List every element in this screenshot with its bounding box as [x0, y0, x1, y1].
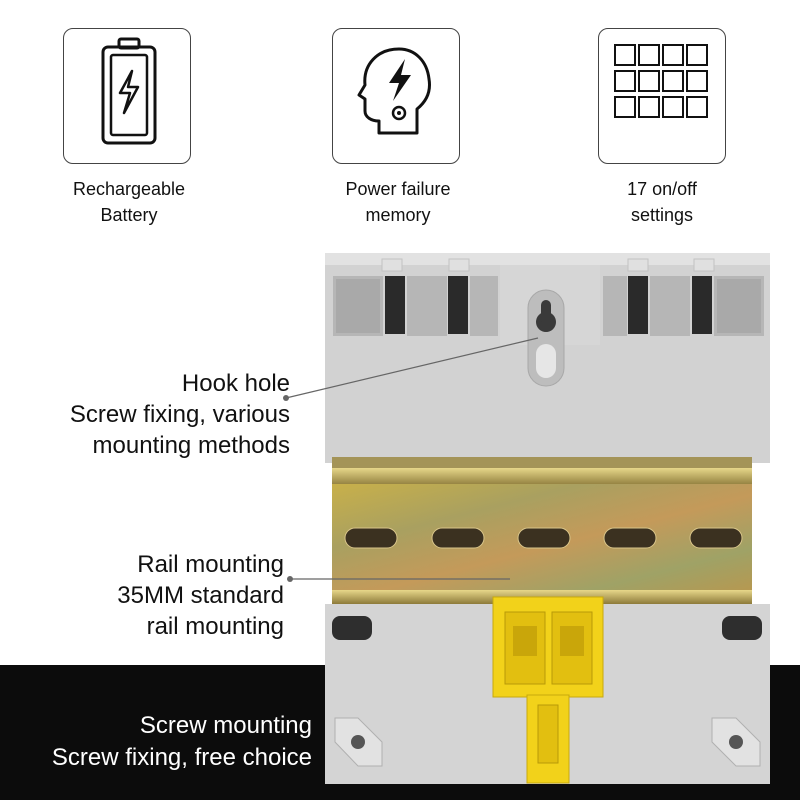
- callout-line: rail mounting: [146, 613, 284, 640]
- feature-label-line: Battery: [100, 205, 158, 225]
- hook-hole-callout: Hook hole Screw fixing, various mounting…: [70, 368, 290, 461]
- rail-leader-dot: [287, 576, 293, 582]
- head-lightning-icon: [357, 47, 431, 135]
- feature-label-line: Rechargeable: [72, 179, 186, 199]
- rail-mounting-callout: Rail mounting 35MM standard rail mountin…: [117, 549, 284, 642]
- callout-title: Screw mounting: [139, 712, 312, 739]
- screw-mounting-callout: Screw mounting Screw fixing, free choice: [52, 710, 312, 774]
- callout-title: Rail mounting: [137, 551, 284, 578]
- feature-card-settings: [598, 28, 726, 164]
- hook-leader-dot: [283, 395, 289, 401]
- feature-label-line: settings: [630, 205, 694, 225]
- callout-line: 35MM standard: [117, 582, 284, 609]
- feature-label-line: Power failure: [345, 179, 451, 199]
- battery-icon: [101, 37, 157, 145]
- callout-line: Screw fixing, various: [69, 401, 290, 428]
- feature-label-line: memory: [365, 205, 431, 225]
- feature-card-battery: [63, 28, 191, 164]
- feature-card-power-memory: [332, 28, 460, 164]
- hook-hole: [527, 289, 565, 387]
- callout-title: Hook hole: [181, 370, 290, 397]
- feature-label-battery: Rechargeable Battery: [29, 176, 229, 228]
- hook-leader-line: [285, 337, 539, 399]
- feature-label-settings: 17 on/off settings: [562, 176, 762, 228]
- grid-icon: [614, 44, 708, 118]
- callout-line: Screw fixing, free choice: [51, 744, 312, 771]
- feature-label-line: 17 on/off: [627, 179, 697, 199]
- yellow-rail-clip: [492, 596, 604, 784]
- feature-label-power-memory: Power failure memory: [298, 176, 498, 228]
- din-rail: [332, 457, 752, 604]
- callout-line: mounting methods: [92, 432, 290, 459]
